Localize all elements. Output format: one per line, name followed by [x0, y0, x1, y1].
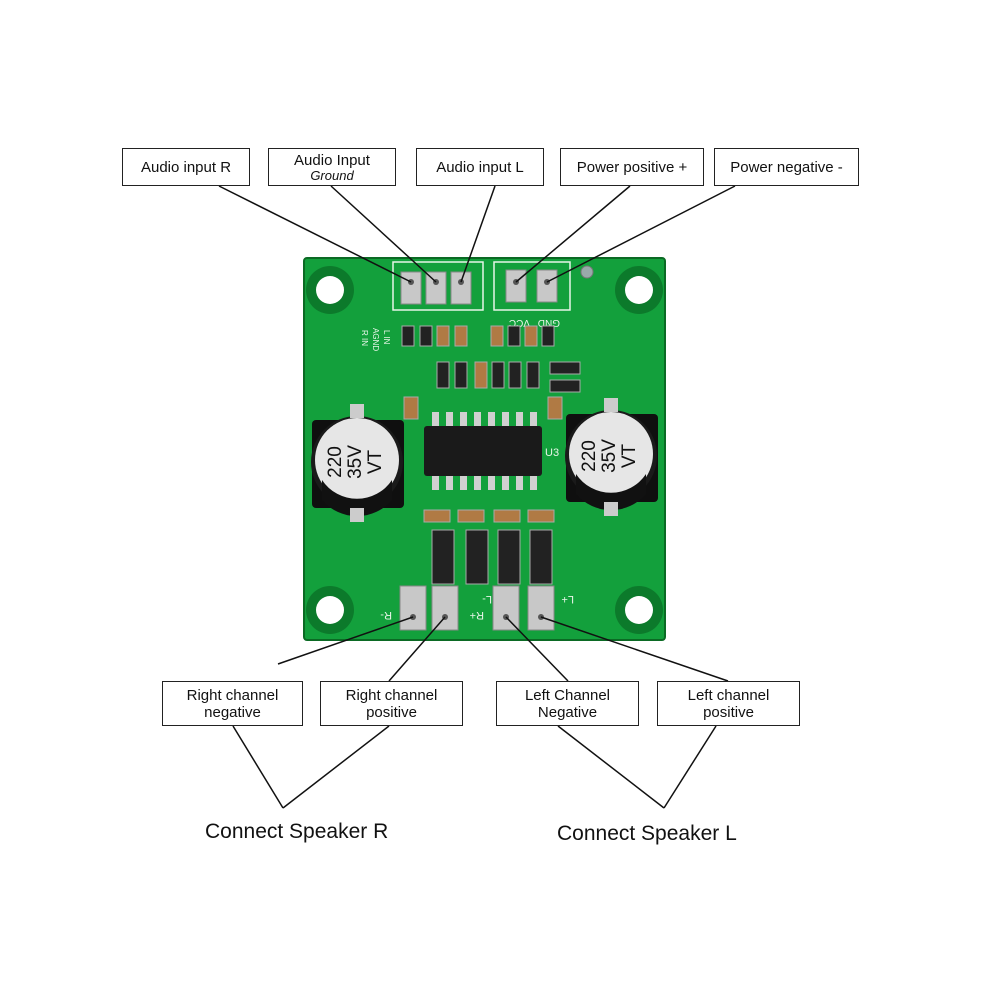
silk-u3: U3: [545, 447, 559, 459]
silk-l-in: L IN: [382, 330, 391, 345]
label-audio-input-ground-line1: Audio Input: [294, 151, 370, 169]
label-left-channel-negative-line2: Negative: [537, 703, 598, 721]
label-left-channel-positive: Left channel positive: [657, 681, 800, 726]
caption-connect-speaker-r: Connect Speaker R: [205, 820, 389, 843]
label-right-channel-positive-line1: Right channel: [345, 686, 438, 704]
caption-connect-speaker-l: Connect Speaker L: [557, 822, 737, 845]
label-audio-input-ground-line2: Ground: [310, 167, 354, 183]
label-right-channel-negative: Right channel negative: [162, 681, 303, 726]
cap-right-series: VT: [619, 443, 640, 468]
label-power-positive-text: Power positive +: [576, 158, 688, 176]
silk-r-in: R IN: [360, 330, 369, 346]
silk-agnd: AGND: [371, 328, 380, 351]
leader-lines: [218, 185, 736, 809]
label-power-negative-text: Power negative -: [730, 158, 843, 176]
capacitor-right-text: 220 35V VT: [579, 439, 640, 473]
cap-left-voltage: 35V: [345, 445, 366, 479]
label-left-channel-positive-line1: Left channel: [687, 686, 770, 704]
smd-components: [401, 325, 581, 420]
output-filter-components: [423, 509, 555, 585]
label-audio-input-r: Audio input R: [122, 148, 250, 186]
label-left-channel-negative: Left Channel Negative: [496, 681, 639, 726]
label-right-channel-negative-line2: negative: [204, 703, 261, 721]
label-right-channel-positive-line2: positive: [366, 703, 417, 721]
cap-left-series: VT: [365, 449, 386, 474]
label-audio-input-ground: Audio Input Ground: [268, 148, 396, 186]
label-left-channel-positive-line2: positive: [703, 703, 754, 721]
cap-right-voltage: 35V: [599, 439, 620, 473]
capacitor-left: [311, 404, 404, 522]
capacitor-left-text: 220 35V VT: [325, 445, 386, 479]
label-audio-input-r-text: Audio input R: [140, 158, 232, 176]
cap-left-value: 220: [325, 446, 346, 478]
silk-gnd: GND: [538, 317, 560, 328]
silk-l-plus: L+: [561, 593, 574, 605]
label-right-channel-positive: Right channel positive: [320, 681, 463, 726]
label-power-positive: Power positive +: [560, 148, 704, 186]
label-audio-input-l-text: Audio input L: [436, 158, 524, 176]
mounting-holes: [306, 266, 663, 634]
cap-right-value: 220: [579, 440, 600, 472]
silk-r-plus: R+: [470, 609, 484, 621]
label-power-negative: Power negative -: [714, 148, 859, 186]
ic-chip-u3: [424, 412, 542, 490]
pcb-board-edge: [303, 257, 666, 641]
input-connector-outline: [392, 261, 484, 311]
power-connector-outline: [493, 261, 571, 311]
output-pads: [399, 585, 555, 631]
silk-vcc: VCC: [509, 317, 530, 328]
label-audio-input-l: Audio input L: [416, 148, 544, 186]
label-left-channel-negative-line1: Left Channel: [524, 686, 611, 704]
label-right-channel-negative-line1: Right channel: [186, 686, 279, 704]
silk-r-minus: R-: [380, 609, 392, 621]
capacitor-right: [565, 398, 658, 516]
silk-l-minus: L-: [482, 593, 492, 605]
input-pads: [400, 271, 472, 305]
